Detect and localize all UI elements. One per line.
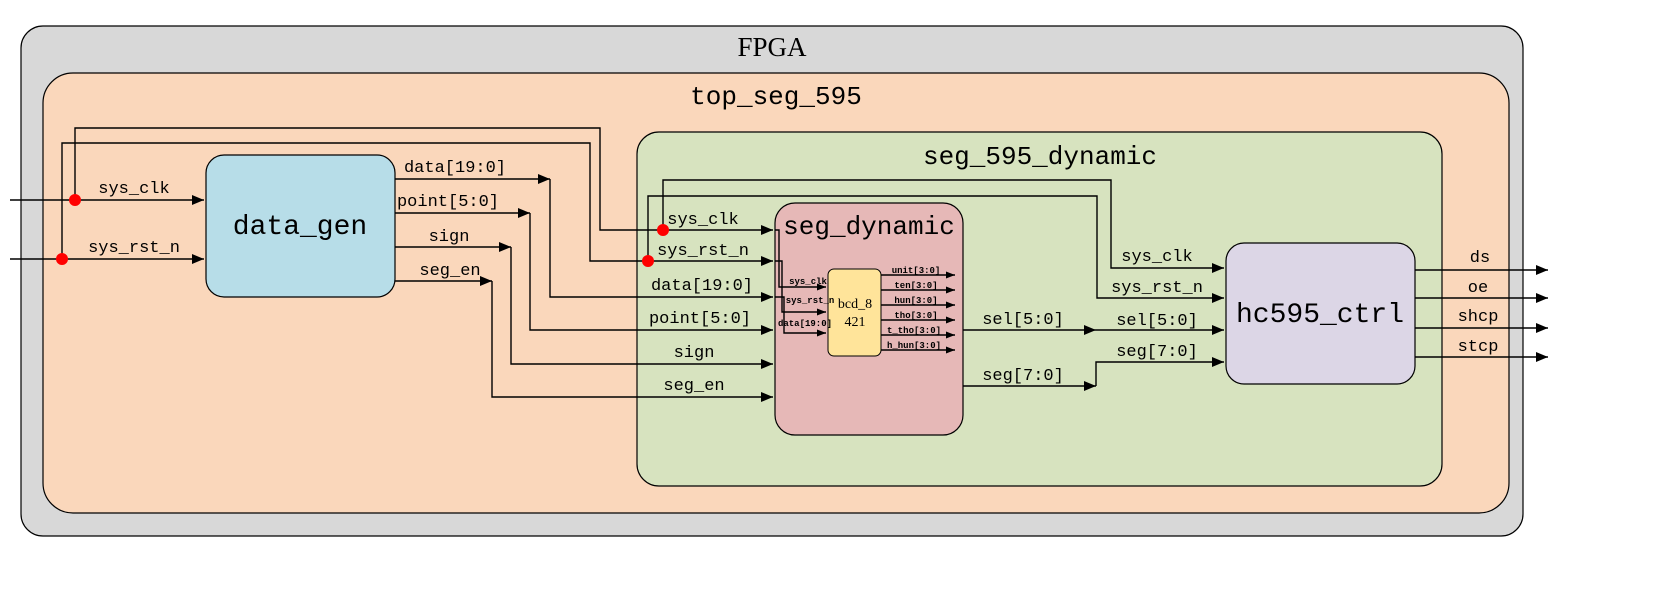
label-point-out: point[5:0] [397, 193, 499, 212]
label-bcd-sys-clk: sys_clk [789, 277, 827, 287]
top-seg-595-title: top_seg_595 [690, 82, 862, 112]
wire-bcd-data [775, 296, 826, 337]
wire-bcd-sys-clk [775, 229, 826, 291]
wire-point-route [529, 213, 773, 335]
label-bcd-ten: ten[3:0] [894, 281, 937, 291]
label-hc595-sys-rst-n: sys_rst_n [1111, 279, 1203, 298]
label-bcd-h-hun: h_hun[3:0] [887, 341, 941, 351]
label-sd-seg-en: seg_en [663, 377, 724, 396]
wire-bcd-sys-rst-n [775, 260, 826, 316]
bcd-8421-label-line1: bcd_8 [838, 297, 872, 312]
junction-sd-sys-clk [657, 224, 669, 236]
label-data-out: data[19:0] [404, 159, 506, 178]
wire-seg-en-route [491, 281, 773, 402]
junction-sys-rst-n [56, 253, 68, 265]
wire-data-route [549, 179, 773, 302]
label-stcp: stcp [1458, 338, 1499, 357]
label-sd-point: point[5:0] [649, 310, 751, 329]
label-bcd-hun: hun[3:0] [894, 296, 937, 306]
label-hc595-sys-clk: sys_clk [1121, 248, 1192, 267]
label-sys-clk-in: sys_clk [98, 180, 169, 199]
label-seg-en-out: seg_en [419, 262, 480, 281]
label-sd-data: data[19:0] [651, 277, 753, 296]
hc595-ctrl-block[interactable] [1225, 242, 1416, 385]
label-hc595-seg: seg[7:0] [1116, 343, 1198, 362]
label-sd-sys-rst-n: sys_rst_n [657, 242, 749, 261]
label-bcd-data: data[19:0] [778, 319, 832, 329]
label-sign-out: sign [429, 228, 470, 247]
data-gen-label: data_gen [233, 212, 367, 243]
label-oe: oe [1468, 279, 1488, 298]
wire-sign-route [510, 247, 773, 369]
bcd-outputs: unit[3:0] ten[3:0] hun[3:0] tho[3:0] t_t… [881, 266, 955, 354]
label-bcd-sys-rst-n: sys_rst_n [786, 296, 835, 306]
seg-dynamic-title: seg_dynamic [783, 212, 955, 242]
label-sys-rst-n-in: sys_rst_n [88, 239, 180, 258]
label-bcd-tho: tho[3:0] [894, 311, 937, 321]
wire-sys-rst-n-to-hc595 [647, 195, 1224, 303]
label-hc595-sel: sel[5:0] [1116, 312, 1198, 331]
hc595-ctrl-label: hc595_ctrl [1236, 300, 1404, 331]
junction-sys-clk [69, 194, 81, 206]
junction-sd-sys-rst-n [642, 255, 654, 267]
label-ds: ds [1470, 249, 1490, 268]
bcd-8421-label-line2: 421 [845, 315, 866, 330]
label-bcd-t-tho: t_tho[3:0] [887, 326, 941, 336]
fpga-title: FPGA [737, 32, 807, 62]
bcd-8421-block[interactable] [827, 268, 882, 357]
label-shcp: shcp [1458, 308, 1499, 327]
label-sd-sign: sign [674, 344, 715, 363]
label-sd-sys-clk: sys_clk [667, 211, 738, 230]
wire-seg-to-hc595 [1095, 357, 1224, 386]
seg-595-dynamic-title: seg_595_dynamic [923, 142, 1157, 172]
data-gen-block[interactable] [205, 154, 396, 298]
label-bcd-unit: unit[3:0] [892, 266, 941, 276]
label-sel-out: sel[5:0] [982, 311, 1064, 330]
label-seg-out: seg[7:0] [982, 367, 1064, 386]
